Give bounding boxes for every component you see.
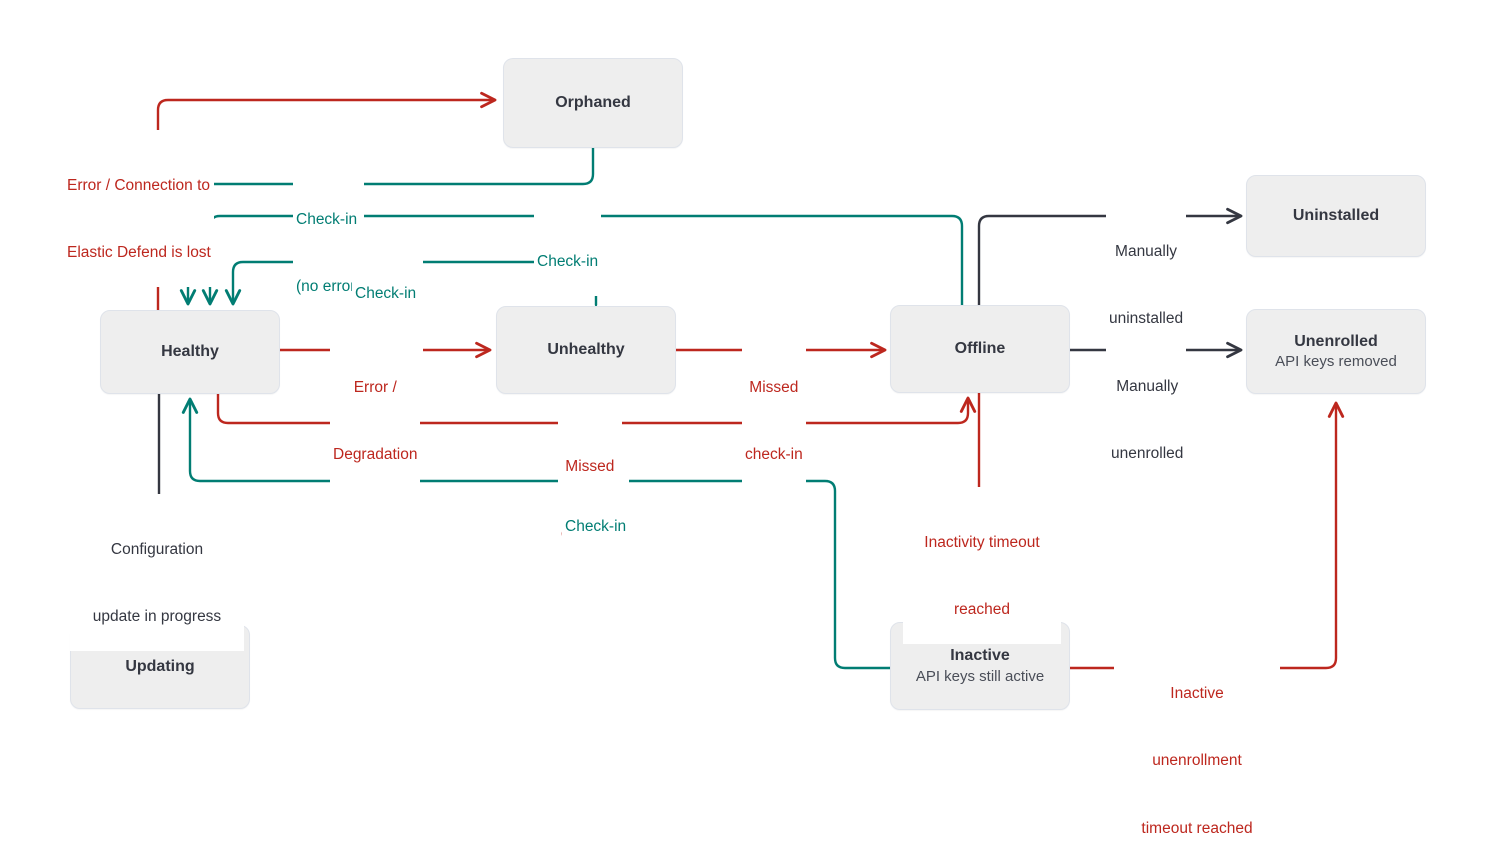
node-unenrolled-subtitle: API keys removed xyxy=(1275,353,1397,371)
edge-offline-to-uninstalled xyxy=(977,207,1243,307)
node-unenrolled[interactable]: Unenrolled API keys removed xyxy=(1246,309,1426,394)
edge-healthy-to-orphaned xyxy=(156,91,497,312)
node-uninstalled-title: Uninstalled xyxy=(1292,207,1380,225)
node-offline-title: Offline xyxy=(954,340,1006,358)
label-healthy-to-updating-line2: update in progress xyxy=(92,608,222,626)
label-healthy-to-orphaned: Error / Connection to Elastic Defend is … xyxy=(64,130,214,288)
label-offline-to-inactive: Inactivity timeout reached xyxy=(903,487,1061,645)
label-healthy-to-unhealthy: Error / Degradation xyxy=(330,332,421,490)
label-inactive-to-unenrolled-line2: unenrollment xyxy=(1152,752,1242,770)
label-orphaned-to-healthy-line2: (no error) xyxy=(296,278,361,296)
node-healthy-title: Healthy xyxy=(161,343,219,361)
label-inactive-to-unenrolled: Inactive unenrollment timeout reached xyxy=(1114,638,1280,863)
edge-inactive-to-unenrolled xyxy=(1068,401,1345,670)
node-updating-title: Updating xyxy=(125,658,195,676)
label-inactive-to-unenrolled-line3: timeout reached xyxy=(1141,819,1253,837)
label-offline-to-inactive-line1: Inactivity timeout xyxy=(924,533,1040,551)
label-orphaned-to-healthy-line1: Check-in xyxy=(296,210,358,228)
node-orphaned-title: Orphaned xyxy=(555,94,631,112)
label-offline-to-unenrolled: Manually unenrolled xyxy=(1108,331,1187,489)
node-inactive-subtitle: API keys still active xyxy=(915,667,1045,685)
node-unhealthy-title: Unhealthy xyxy=(547,341,625,359)
label-offline-to-unenrolled-line1: Manually xyxy=(1116,377,1179,395)
label-healthy-to-orphaned-line2: Elastic Defend is lost xyxy=(67,244,211,262)
label-inactive-to-healthy: Check-in xyxy=(562,471,630,561)
node-unenrolled-title: Unenrolled xyxy=(1294,332,1378,350)
label-orphaned-to-healthy: Check-in (no error) xyxy=(293,164,364,322)
label-unhealthy-to-offline-line1: Missed xyxy=(749,378,799,396)
node-uninstalled[interactable]: Uninstalled xyxy=(1246,175,1426,257)
label-offline-to-uninstalled-line1: Manually xyxy=(1115,242,1178,260)
node-unhealthy[interactable]: Unhealthy xyxy=(496,306,676,394)
node-orphaned[interactable]: Orphaned xyxy=(503,58,683,148)
label-healthy-to-updating-line1: Configuration xyxy=(110,540,204,558)
label-unhealthy-to-healthy-line1: Check-in xyxy=(355,284,417,302)
label-healthy-to-unhealthy-line2: Degradation xyxy=(333,446,418,464)
label-healthy-to-unhealthy-line1: Error / xyxy=(353,378,397,396)
edge-inactive-to-healthy xyxy=(181,397,892,670)
label-offline-to-inactive-line2: reached xyxy=(953,601,1010,619)
node-healthy[interactable]: Healthy xyxy=(100,310,280,394)
node-offline[interactable]: Offline xyxy=(890,305,1070,393)
label-offline-to-unenrolled-line2: unenrolled xyxy=(1111,445,1184,463)
label-inactive-to-healthy-line1: Check-in xyxy=(565,517,627,535)
label-healthy-to-updating: Configuration update in progress xyxy=(70,494,244,652)
label-unhealthy-to-offline-line2: check-in xyxy=(745,446,803,464)
label-offline-to-uninstalled-line2: uninstalled xyxy=(1109,310,1184,328)
label-healthy-to-offline-line1: Missed xyxy=(565,457,615,475)
label-offline-to-healthy: Check-in xyxy=(534,206,602,296)
label-offline-to-healthy-line1: Check-in xyxy=(537,252,599,270)
label-healthy-to-orphaned-line1: Error / Connection to xyxy=(67,176,211,194)
node-inactive-title: Inactive xyxy=(950,647,1010,665)
label-unhealthy-to-offline: Missed check-in xyxy=(742,332,806,490)
label-inactive-to-unenrolled-line1: Inactive xyxy=(1170,684,1224,702)
label-offline-to-uninstalled: Manually uninstalled xyxy=(1106,196,1187,354)
